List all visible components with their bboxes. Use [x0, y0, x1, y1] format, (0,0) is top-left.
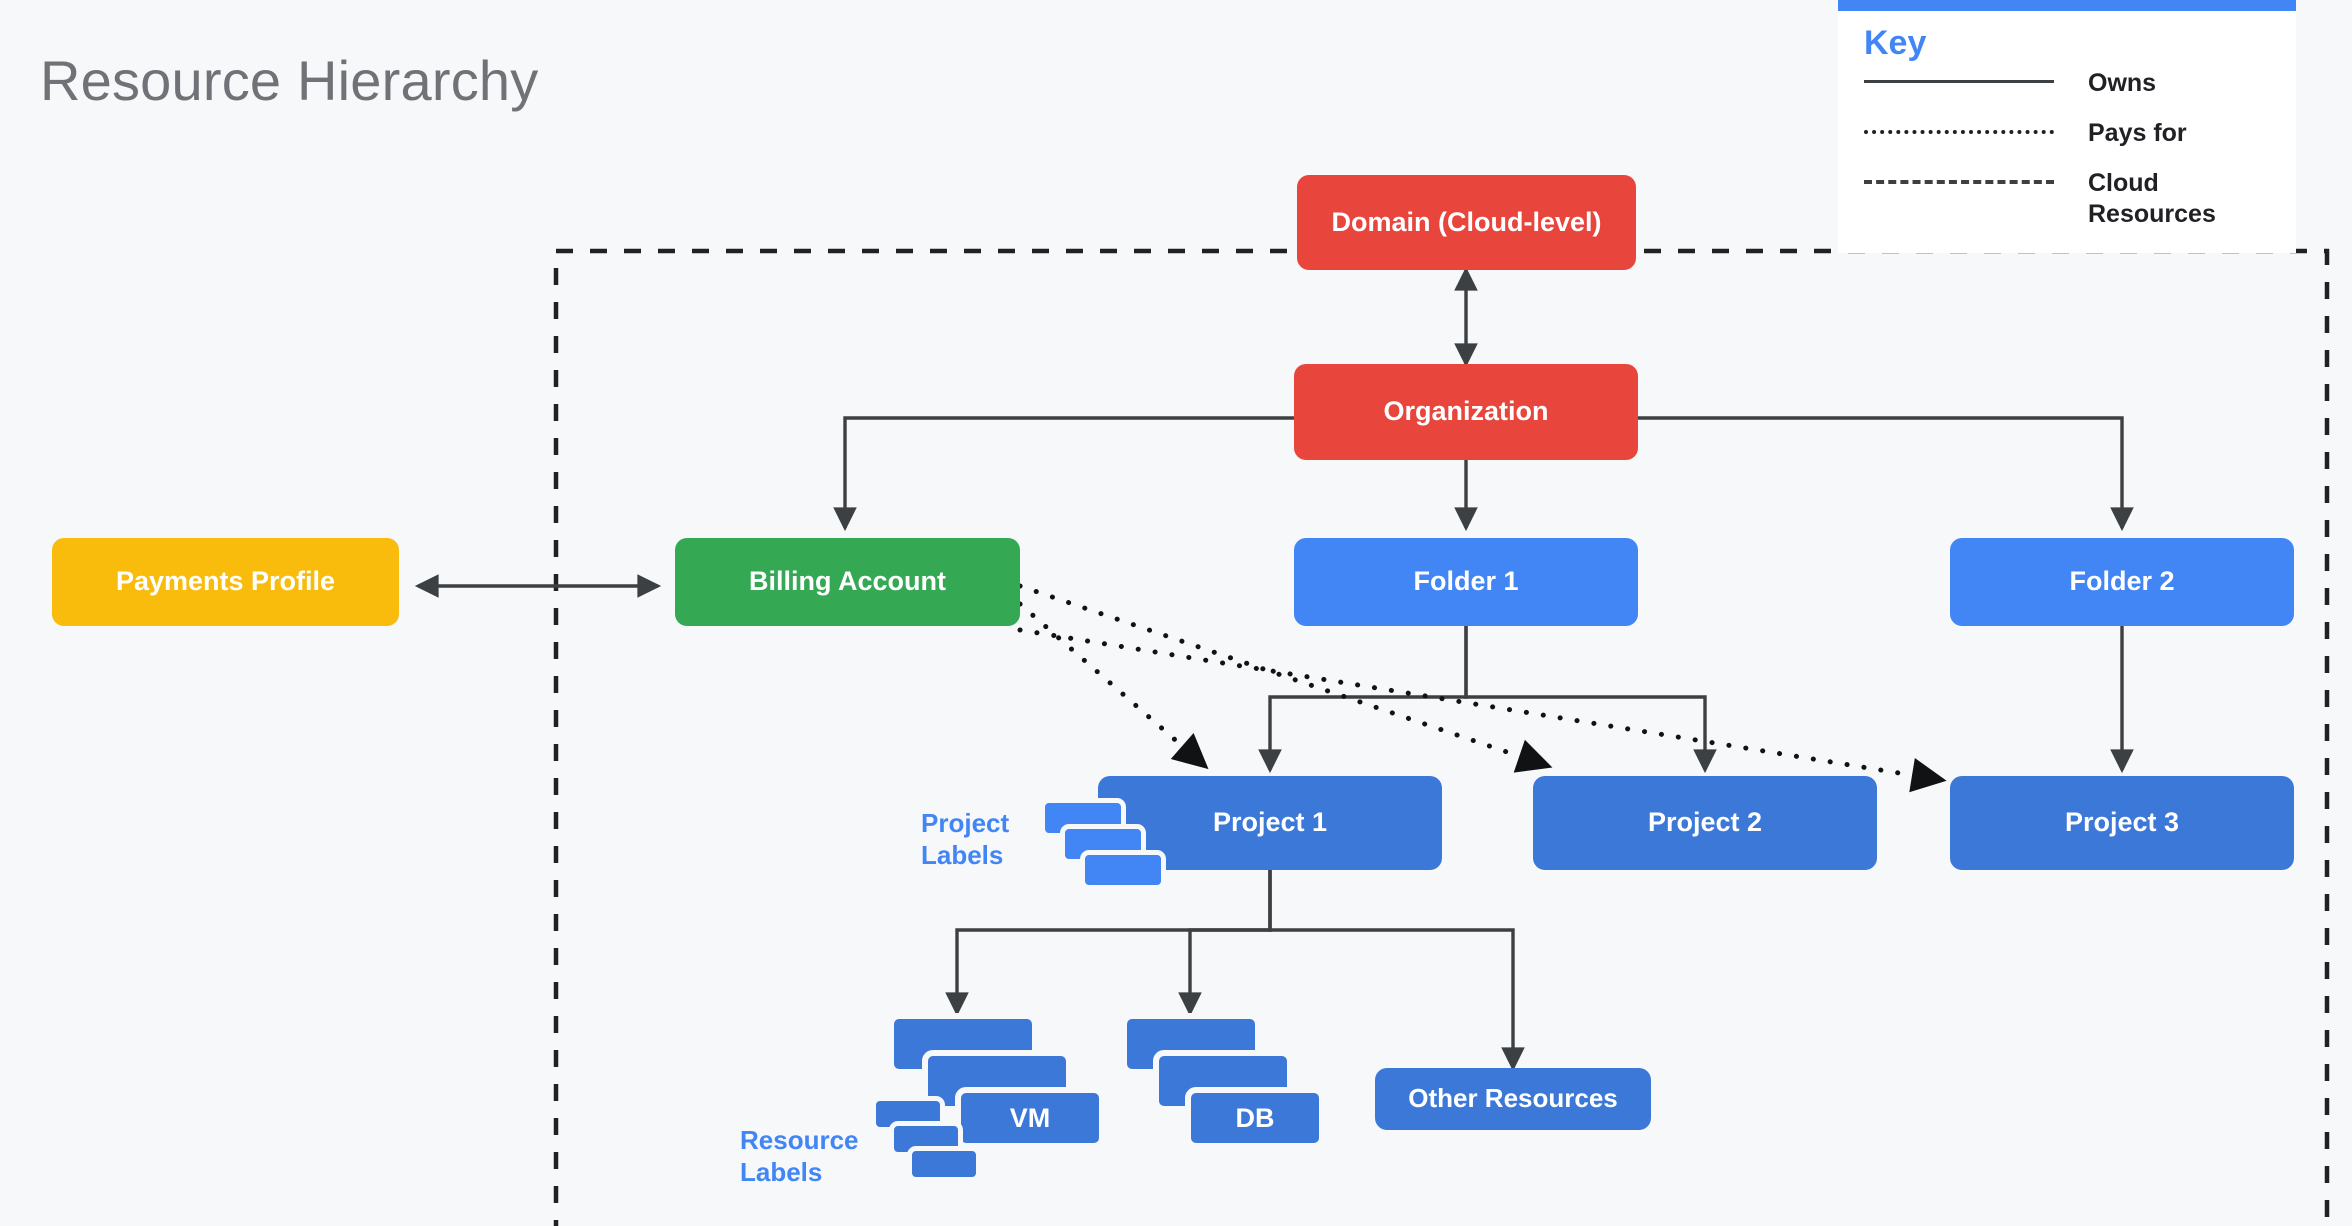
- project-labels-line-1: Project: [921, 808, 1010, 838]
- legend-line-dotted-icon: [1864, 118, 2054, 144]
- node-billing-account[interactable]: Billing Account: [675, 538, 1020, 626]
- project-labels-stack-icon: [1040, 798, 1170, 898]
- resource-cluster-vm[interactable]: VM: [880, 1013, 1120, 1183]
- legend-row-cloud-resources: Cloud Resources: [1864, 168, 2270, 229]
- node-folder-1[interactable]: Folder 1: [1294, 538, 1638, 626]
- node-organization[interactable]: Organization: [1294, 364, 1638, 460]
- legend-label-cloud-resources: Cloud Resources: [2088, 169, 2216, 228]
- legend-label-owns: Owns: [2088, 69, 2157, 98]
- resource-cluster-db[interactable]: DB: [1113, 1013, 1353, 1183]
- resource-label-card-3: [907, 1146, 981, 1182]
- project-labels-line-2: Labels: [921, 839, 1004, 870]
- node-project-2[interactable]: Project 2: [1533, 776, 1877, 870]
- legend-line-solid-icon: [1864, 68, 2054, 94]
- connector-project1-other: [1268, 870, 1525, 1072]
- resource-labels-stack-icon: [871, 1096, 991, 1186]
- resource-labels-annotation: Resource Labels: [740, 1125, 910, 1188]
- legend-key: Key Owns Pays for Cloud Resources: [1838, 0, 2296, 254]
- legend-row-owns: Owns: [1864, 68, 2270, 102]
- resource-labels-line-2: Labels: [740, 1156, 823, 1187]
- connector-folder1-project1: [1258, 625, 1468, 774]
- node-payments-profile[interactable]: Payments Profile: [52, 538, 399, 626]
- node-domain[interactable]: Domain (Cloud-level): [1297, 175, 1636, 270]
- legend-label-pays-for: Pays for: [2088, 119, 2187, 148]
- node-project-3[interactable]: Project 3: [1950, 776, 2294, 870]
- connector-billing-project3-paysfor: [1017, 627, 1947, 793]
- node-other-resources[interactable]: Other Resources: [1375, 1068, 1651, 1130]
- db-card-front: DB: [1185, 1087, 1325, 1149]
- connector-billing-project1-paysfor: [1017, 601, 1209, 770]
- resource-labels-line-1: Resource: [740, 1125, 859, 1155]
- connector-project1-db: [1178, 870, 1272, 1017]
- vm-card-front: VM: [955, 1087, 1105, 1149]
- legend-title: Key: [1864, 24, 1927, 62]
- legend-row-pays-for: Pays for: [1864, 118, 2270, 152]
- project-labels-annotation: Project Labels: [921, 808, 1071, 871]
- legend-line-dashed-icon: [1864, 168, 2054, 194]
- node-folder-2[interactable]: Folder 2: [1950, 538, 2294, 626]
- connector-folder1-project2: [1464, 625, 1717, 774]
- project-label-card-3: [1080, 850, 1166, 890]
- page-title: Resource Hierarchy: [40, 49, 539, 112]
